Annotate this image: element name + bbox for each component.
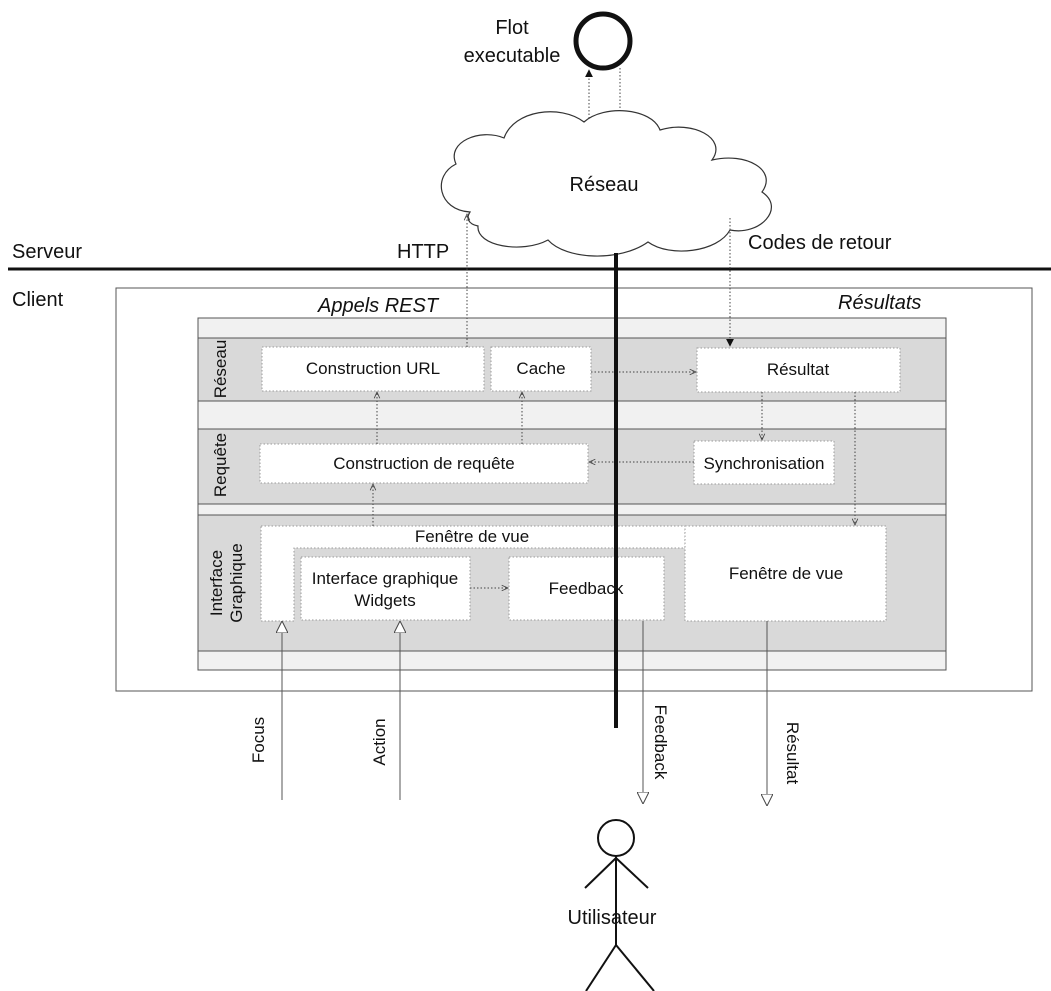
client-label: Client [12,289,64,311]
feedback-label: Feedback [549,579,624,598]
band-label-graphique: Graphique [227,543,246,622]
fenetre-vue-top-label: Fenêtre de vue [415,527,529,546]
focus-label: Focus [249,717,268,763]
resultat-out-label: Résultat [783,722,802,785]
resultats-label: Résultats [838,292,921,314]
construction-url-box [261,346,485,392]
widgets-box [300,556,471,621]
serveur-label: Serveur [12,241,82,263]
http-label: HTTP [397,241,449,263]
flot-executable-node [573,11,633,71]
widgets-label-line1: Interface graphique [312,569,459,588]
user-stick-figure [584,819,655,991]
codes-retour-label: Codes de retour [748,232,892,254]
resultat-label: Résultat [767,360,830,379]
layer-gap-1 [197,400,947,430]
flot-label-line1: Flot [495,17,529,39]
feedback-box [508,556,665,621]
layer-gap-2 [197,503,947,516]
widgets-label-line2: Widgets [354,591,415,610]
layer-gap-top [197,317,947,339]
cache-box [490,346,592,392]
band-label-requete: Requête [211,433,230,497]
synchronisation-box [693,440,835,485]
synchronisation-label: Synchronisation [704,454,825,473]
resultat-box [696,347,901,393]
reseau-cloud [440,110,772,257]
action-label: Action [370,718,389,765]
band-label-reseau: Réseau [211,340,230,399]
utilisateur-label: Utilisateur [568,907,657,929]
cache-label: Cache [516,359,565,378]
appels-rest-label: Appels REST [317,295,440,317]
reseau-cloud-label: Réseau [570,174,639,196]
flot-label-line2: executable [464,45,561,67]
fenetre-vue-right-box [684,525,887,622]
fenetre-vue-right-label: Fenêtre de vue [729,564,843,583]
construction-requete-label: Construction de requête [333,454,514,473]
feedback-out-label: Feedback [651,705,670,780]
construction-url-label: Construction URL [306,359,440,378]
band-label-interface: Interface [207,550,226,616]
construction-requete-box [259,443,589,484]
layer-gap-bottom [197,650,947,671]
